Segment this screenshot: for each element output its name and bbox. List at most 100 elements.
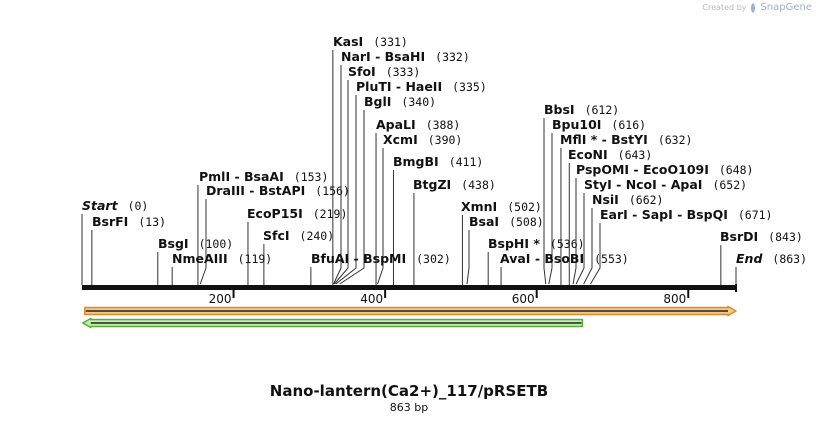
enzyme-name: XmnI: [461, 199, 497, 214]
snapgene-logo-icon: [751, 2, 756, 13]
site-line: [543, 118, 547, 285]
site-label-bgli: BglI(340): [364, 94, 436, 109]
site-line: [575, 193, 585, 285]
site-separator: -: [530, 251, 544, 266]
site-label-kasi: KasI (331): [333, 34, 408, 49]
site-position: (671): [738, 208, 773, 222]
site-label-nari: NarI - BsaHI(332): [341, 49, 470, 64]
site-position: (0): [128, 199, 149, 213]
enzyme-name: BsaAI: [244, 169, 284, 184]
site-label-bpu10i: Bpu10I(616): [552, 117, 646, 132]
site-separator: -: [629, 162, 643, 177]
enzyme-name: BstYI: [611, 132, 648, 147]
site-label-bbsi: BbsI(612): [544, 102, 619, 117]
ruler-tick-label: 200: [209, 292, 232, 306]
site-position: (616): [611, 118, 646, 132]
site-label-pmli: PmlI - BsaAI(153): [199, 169, 328, 184]
site-line: [339, 110, 365, 285]
site-label-nsii: NsiI(662): [592, 192, 663, 207]
enzyme-name: BspQI: [687, 207, 728, 222]
enzyme-name: ApaLI: [376, 117, 416, 132]
site-label-eari: EarI - SapI - BspQI(671): [600, 207, 772, 222]
enzyme-name: BmgBI: [393, 154, 439, 169]
site-position: (648): [719, 163, 754, 177]
site-line: [335, 95, 357, 285]
enzyme-name: EcoNI: [568, 147, 608, 162]
enzyme-name: BspHI *: [488, 236, 540, 251]
enzyme-name: BsaI: [469, 214, 499, 229]
site-line: [377, 148, 384, 285]
enzyme-name: SfcI: [263, 228, 290, 243]
site-line: [199, 199, 207, 285]
site-position: (219): [313, 207, 348, 221]
site-label-xcmi: XcmI(390): [383, 132, 462, 147]
enzyme-name: BsoBI: [544, 251, 584, 266]
site-label-avai: AvaI - BsoBI(553): [500, 251, 629, 266]
site-label-bsgi: BsgI (100): [158, 236, 233, 251]
site-position: (632): [658, 133, 693, 147]
site-position: (13): [138, 215, 166, 229]
site-label-start: Start(0): [82, 198, 148, 213]
ruler-tick-label: 400: [360, 292, 383, 306]
site-label-mfli: MflI * - BstYI (632): [560, 132, 692, 147]
ruler-tick-label: 600: [512, 292, 535, 306]
site-label-ecop15i: EcoP15I (219): [247, 206, 347, 221]
site-separator: -: [349, 251, 363, 266]
site-position: (843): [768, 230, 803, 244]
site-position: (332): [435, 50, 470, 64]
sequence-title: Nano-lantern(Ca2+)_117/pRSETB: [269, 382, 549, 400]
enzyme-name: BtgZI: [413, 177, 451, 192]
site-label-btgzi: BtgZI(438): [413, 177, 496, 192]
enzyme-name: BsrFI: [92, 214, 128, 229]
site-separator: -: [597, 132, 611, 147]
site-label-draiii: DraIII - BstAPI(156): [206, 183, 350, 198]
site-separator: -: [657, 177, 671, 192]
site-position: (536): [550, 237, 585, 251]
site-line: [583, 208, 593, 285]
enzyme-name: EcoP15I: [247, 206, 303, 221]
site-position: (302): [416, 252, 451, 266]
site-line: [572, 178, 577, 285]
enzyme-name: SfoI: [348, 64, 376, 79]
snapgene-watermark: Created by SnapGene: [702, 2, 812, 13]
site-label-pluti: PluTI - HaeII(335): [356, 79, 487, 94]
site-label-econi: EcoNI(643): [568, 147, 652, 162]
enzyme-name: BspMI: [363, 251, 406, 266]
backbone: [82, 285, 736, 290]
enzyme-name: EcoO109I: [643, 162, 709, 177]
site-separator: -: [612, 177, 626, 192]
enzyme-name: PmlI: [199, 169, 230, 184]
enzyme-name: SapI: [642, 207, 673, 222]
site-label-sfci: SfcI(240): [263, 228, 334, 243]
enzyme-name: PspOMI: [576, 162, 629, 177]
enzyme-name: End: [736, 251, 763, 266]
site-position: (652): [712, 178, 747, 192]
enzyme-name: BsaHI: [385, 49, 426, 64]
site-label-bfuai: BfuAI - BspMI(302): [311, 251, 451, 266]
site-separator: -: [371, 49, 385, 64]
site-position: (331): [373, 35, 408, 49]
ruler-tick-label: 800: [663, 292, 686, 306]
site-line: [548, 133, 553, 285]
enzyme-name: BsgI: [158, 236, 189, 251]
site-position: (863): [772, 252, 807, 266]
site-position: (340): [401, 95, 436, 109]
enzyme-name: KasI: [333, 34, 363, 49]
enzyme-name: BbsI: [544, 102, 575, 117]
enzyme-name: StyI: [584, 177, 612, 192]
site-label-sfoi: SfoI(333): [348, 64, 420, 79]
site-line: [333, 65, 342, 285]
enzyme-name: BsrDI: [720, 229, 758, 244]
site-position: (100): [199, 237, 234, 251]
site-line: [333, 80, 349, 285]
enzyme-name: NmeAIII: [172, 251, 228, 266]
enzyme-name: DraIII: [206, 183, 245, 198]
site-separator: -: [628, 207, 642, 222]
site-label-apali: ApaLI(388): [376, 117, 460, 132]
watermark-brand: SnapGene: [760, 2, 812, 13]
site-line: [590, 223, 601, 285]
enzyme-name: MflI *: [560, 132, 598, 147]
site-line: [466, 230, 470, 285]
site-separator: -: [245, 183, 259, 198]
